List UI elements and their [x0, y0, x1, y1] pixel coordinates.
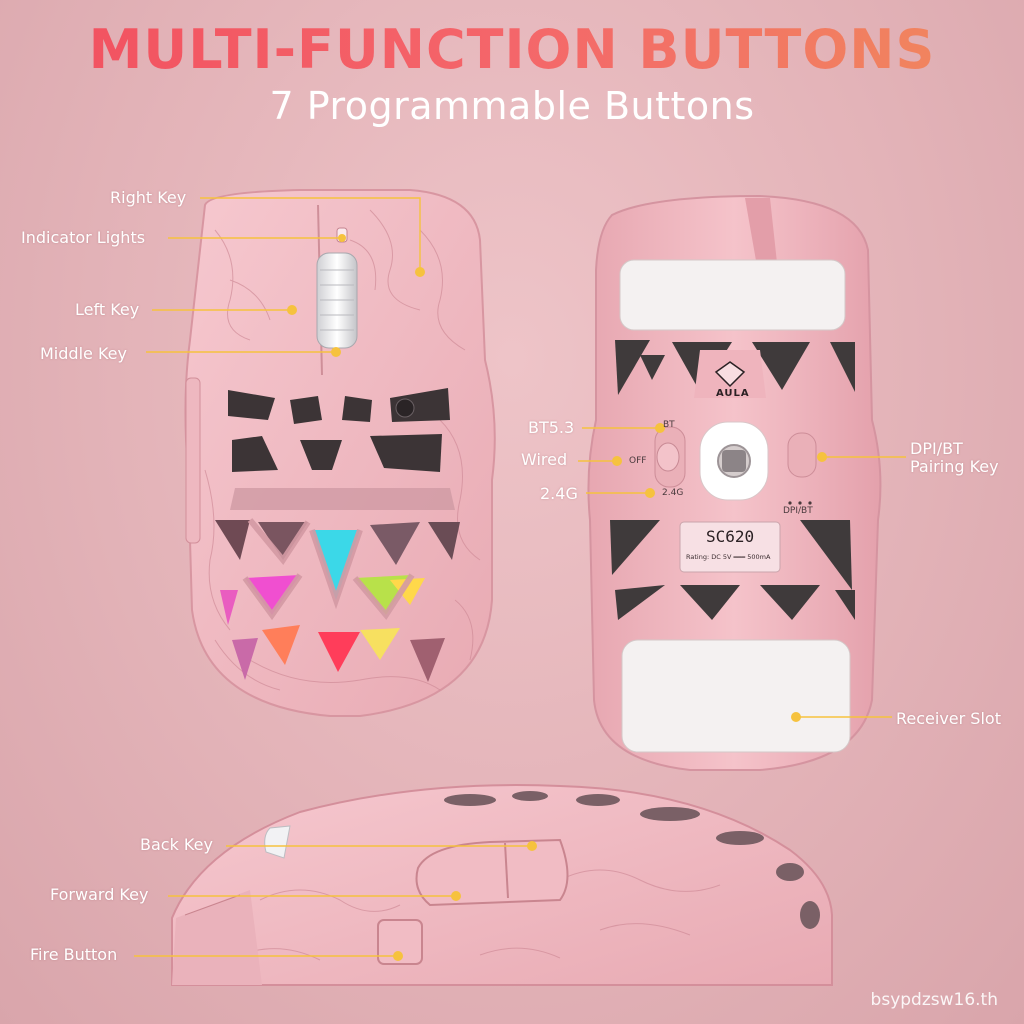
mouse-top-view — [184, 189, 496, 717]
mouse-side-view — [171, 784, 833, 986]
headline-title: MULTI-FUNCTION BUTTONS — [0, 18, 1024, 81]
label-back-key: Back Key — [140, 835, 213, 854]
print-switch-off: OFF — [629, 456, 647, 466]
callout-lines — [134, 197, 906, 957]
print-dpi-bt: DPI/BT — [783, 506, 813, 516]
model-label: SC620 — [706, 527, 755, 546]
label-bt53: BT5.3 — [528, 418, 575, 437]
label-forward-key: Forward Key — [50, 885, 149, 904]
headline-subtitle: 7 Programmable Buttons — [269, 84, 755, 128]
label-left-key: Left Key — [75, 300, 140, 319]
label-indicator-lights: Indicator Lights — [21, 228, 146, 247]
label-middle-key: Middle Key — [40, 344, 127, 363]
mouse-bottom-view — [587, 194, 882, 771]
label-right-key: Right Key — [110, 188, 187, 207]
print-switch-24g: 2.4G — [662, 488, 684, 498]
label-24g: 2.4G — [540, 484, 578, 503]
watermark-text: bsypdzsw16.th — [870, 990, 998, 1010]
print-switch-bt: BT — [663, 420, 675, 430]
callout-dots — [287, 234, 827, 961]
brand-logo-text: AULA — [716, 388, 750, 399]
label-receiver-slot: Receiver Slot — [896, 709, 1001, 728]
label-dpi-bt-line1: DPI/BT — [910, 439, 963, 458]
label-dpi-bt-line2: Pairing Key — [910, 457, 999, 476]
rating-label: Rating: DC 5V ═══ 500mA — [686, 553, 771, 561]
label-fire-button: Fire Button — [30, 945, 118, 964]
label-wired: Wired — [521, 450, 568, 469]
